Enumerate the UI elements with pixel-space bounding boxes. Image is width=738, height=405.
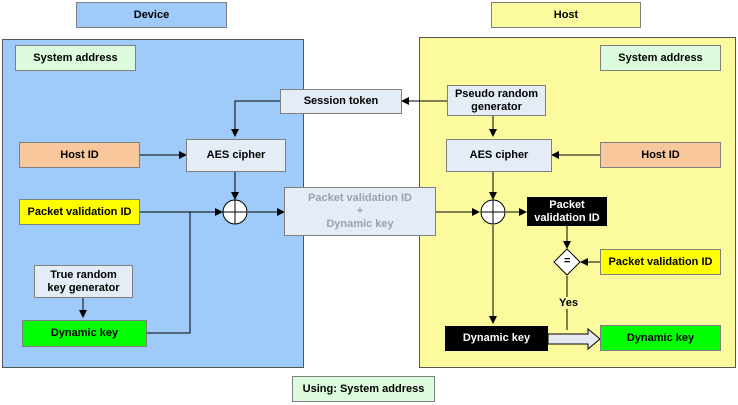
using-system-address: Using: System address [292,376,435,402]
host-header: Host [491,2,641,28]
host-system-address: System address [600,45,721,71]
host-dynamic-key-computed: Dynamic key [445,326,548,351]
host-host-id: Host ID [600,142,721,168]
host-packet-validation-id: Packet validation ID [600,249,721,275]
host-aes-cipher: AES cipher [446,139,552,172]
yes-label: Yes [557,297,580,309]
true-random-key-generator: True random key generator [34,265,133,298]
pseudo-random-generator: Pseudo random generator [447,85,546,116]
session-token: Session token [280,89,402,114]
equals-symbol: = [564,255,571,267]
host-packet-validation-id-computed: Packet validation ID [527,197,607,226]
compare-diamond [553,248,581,276]
device-dynamic-key: Dynamic key [22,320,147,347]
device-packet-validation-id: Packet validation ID [19,199,140,225]
device-host-id: Host ID [19,142,140,168]
device-aes-cipher: AES cipher [186,139,286,172]
device-system-address: System address [15,45,136,71]
device-header: Device [76,2,227,28]
packet-id-plus-dynamic-key: Packet validation ID + Dynamic key [284,187,436,236]
host-dynamic-key: Dynamic key [600,325,721,351]
